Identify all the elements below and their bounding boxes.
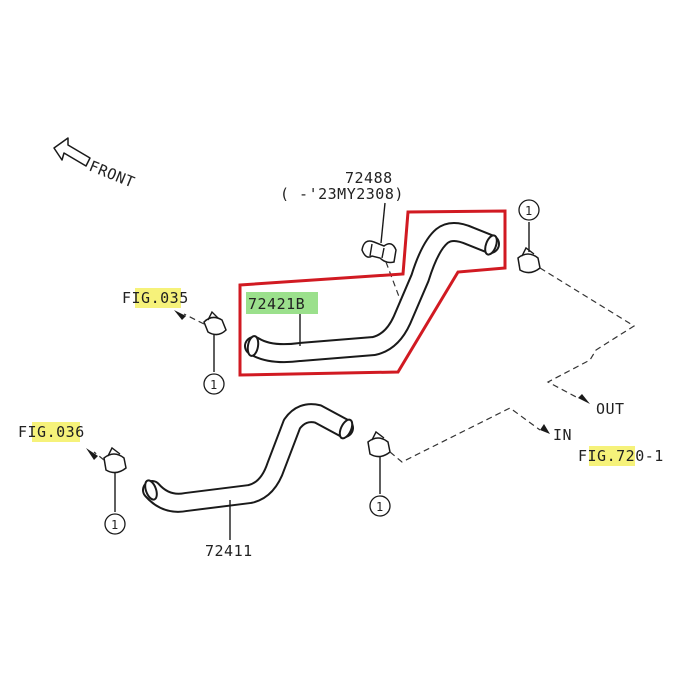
route-fig035-line xyxy=(183,313,205,325)
callout-label-1: 1 xyxy=(210,378,217,392)
hose-72411 xyxy=(142,403,354,513)
part-72421b-number: 72421B xyxy=(248,295,305,313)
fig720-highlight xyxy=(589,446,635,466)
selection-frame xyxy=(238,209,507,377)
front-arrow-icon xyxy=(53,137,91,167)
route-fig036-arrow-icon xyxy=(86,448,98,460)
callout-circle-1 xyxy=(203,373,225,395)
fig720-link[interactable]: FIG.720-1 xyxy=(578,447,664,465)
part-72488-note: ( -'23MY2308) xyxy=(280,185,404,203)
part-72411-number: 72411 xyxy=(205,542,253,560)
route-in-line xyxy=(389,407,541,463)
part-72488-leader xyxy=(380,202,386,244)
callout-label-3: 1 xyxy=(111,518,118,532)
fig035-link[interactable]: FIG.035 xyxy=(122,289,189,307)
fig036-highlight xyxy=(32,422,80,442)
callout-label-4: 1 xyxy=(376,500,383,514)
route-fig035-arrow-icon xyxy=(174,310,186,320)
clamp-left-upper-icon xyxy=(203,310,227,336)
front-label: FRONT xyxy=(87,157,138,192)
route-fig036-line xyxy=(93,451,105,461)
clip-72488-icon xyxy=(361,240,397,264)
part-72421b-highlight xyxy=(246,292,318,314)
clamp-left-lower-icon xyxy=(103,446,127,474)
route-out-arrow-icon xyxy=(578,394,590,404)
callout-circle-3 xyxy=(104,513,126,535)
route-out-line xyxy=(539,267,636,399)
fig035-highlight xyxy=(135,288,181,308)
route-in-arrow-icon xyxy=(540,424,550,434)
part-72488-number: 72488 xyxy=(345,169,393,187)
flow-in-label: IN xyxy=(553,426,572,444)
hose-72421b xyxy=(244,222,500,364)
callout-circle-2 xyxy=(518,199,540,221)
clamp-right-lower-icon xyxy=(367,430,391,458)
callout-circle-4 xyxy=(369,495,391,517)
fig036-link[interactable]: FIG.036 xyxy=(18,423,85,441)
flow-out-label: OUT xyxy=(596,400,625,418)
callout-label-2: 1 xyxy=(525,204,532,218)
